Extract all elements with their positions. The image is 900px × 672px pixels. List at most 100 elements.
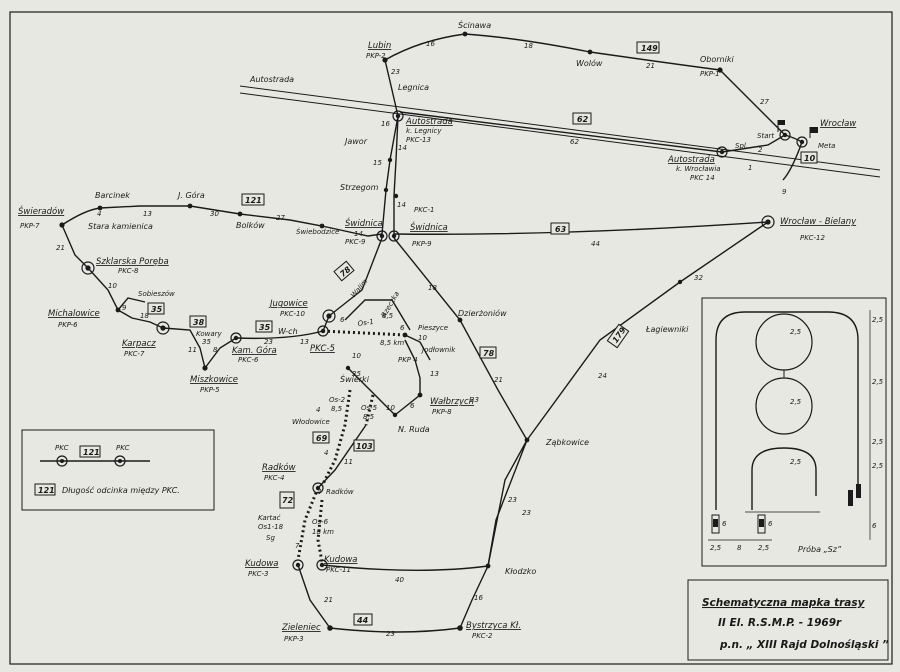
place-pkc1: PKC-1 — [414, 206, 435, 214]
place-miszkowice: Miszkowice — [190, 375, 238, 385]
place-kowary: Kowary — [196, 330, 223, 338]
test-b1: 2,5 — [710, 544, 722, 552]
test-r2: 2,5 — [790, 398, 802, 406]
place-radkow: Radków — [262, 462, 296, 473]
map-text: 16 — [426, 40, 435, 48]
stage-os2: Os-2 — [329, 396, 346, 404]
place-pkc9: PKC-9 — [345, 238, 366, 246]
map-text: 72 — [282, 496, 294, 505]
place-zieleniec: Zieleniec — [281, 623, 321, 633]
place-pkc3: PKC-3 — [248, 570, 269, 578]
stage-os1-km: 8,5 km — [380, 339, 404, 347]
map-text: 10 — [352, 352, 361, 360]
place-jgora: J. Góra — [176, 190, 205, 200]
stage-os5: Os-5 — [361, 404, 378, 412]
place-jodlownik: Jodłownik — [420, 346, 456, 354]
test-label: Próba „Sz” — [798, 544, 842, 554]
map-text: 2 — [758, 146, 763, 154]
map-text: 44 — [591, 240, 600, 248]
test-s3: 2,5 — [872, 438, 884, 446]
map-text: 10 — [418, 334, 427, 342]
place-pkp5: PKP-5 — [200, 386, 220, 394]
place-pkp4: PKP 4 — [398, 356, 418, 364]
place-legnica: Legnica — [398, 83, 429, 92]
map-text: 40 — [395, 576, 404, 584]
box-149: 149 — [636, 41, 660, 54]
map-text: 21 — [646, 62, 655, 70]
map-text: 78 — [483, 349, 495, 358]
test-s2: 2,5 — [872, 378, 884, 386]
place-michalowice: Michalowice — [48, 309, 100, 319]
test-w3: 6 — [872, 522, 877, 530]
route-lines — [61, 33, 803, 633]
map-text: 18 — [140, 312, 149, 320]
map-text: 4 — [317, 488, 321, 496]
map-text: 4 — [324, 449, 328, 457]
place-oborniki: Oborniki — [700, 55, 734, 64]
place-swidnica: Świdnica — [345, 217, 383, 229]
map-text: 23 — [470, 396, 479, 404]
place-dzierzoniow: Dzierżoniów — [458, 308, 507, 318]
map-text: 18 — [524, 42, 533, 50]
map-text: 4 — [316, 406, 320, 414]
place-radkow-2: Radków — [326, 488, 354, 496]
box-63: 63 — [550, 222, 570, 235]
map-text: 10 — [804, 154, 816, 163]
map-text: 149 — [641, 44, 658, 53]
place-pkc11: PKC-11 — [326, 566, 351, 574]
map-border — [9, 11, 893, 665]
place-autostrada-wroclaw: Autostrada — [667, 155, 715, 165]
map-text: 9 — [782, 188, 787, 196]
legend-pkc-b: PKC — [116, 444, 130, 452]
legend-note: Długość odcinka między PKC. — [62, 485, 180, 495]
map-text: 21 — [56, 244, 65, 252]
place-stara-kamienica: Stara kamienica — [88, 222, 153, 231]
box-78b: 78 — [479, 346, 497, 359]
map-text: 62 — [577, 115, 589, 124]
place-pkc13: PKC-13 — [406, 136, 431, 144]
place-swieradow: Świeradów — [18, 205, 64, 217]
map-text: 16 — [381, 120, 390, 128]
legend: PKC PKC 121 121 Długość odcinka między P… — [21, 429, 215, 511]
map-text: 35 — [259, 323, 271, 332]
place-barcinek: Barcinek — [95, 191, 130, 200]
title-line3: p.n. „ XIII Rajd Dolnośląski ” — [719, 639, 889, 651]
box-44: 44 — [353, 613, 373, 626]
map-text: 32 — [694, 274, 703, 282]
test-r3: 2,5 — [790, 458, 802, 466]
place-walbrzych: Wałbrzych — [430, 397, 474, 407]
stage-os18: Os1-18 — [258, 523, 284, 531]
place-kudowa-2: Kudowa — [324, 555, 358, 565]
place-swierki: Świerki — [340, 373, 370, 384]
map-text: 23 — [522, 509, 531, 517]
map-text: 10 — [386, 404, 395, 412]
map-text: 15 — [373, 159, 382, 167]
place-wlodowice: Włodowice — [292, 418, 330, 426]
title-block: Schematyczna mapka trasy II El. R.S.M.P.… — [687, 579, 889, 661]
map-text: 44 — [356, 616, 369, 625]
box-103: 103 — [353, 439, 375, 452]
box-62: 62 — [572, 112, 592, 125]
box-10: 10 — [800, 151, 818, 164]
map-text: 21 — [324, 596, 333, 604]
map-text: 103 — [356, 442, 373, 451]
test-w2: 6 — [768, 520, 773, 528]
place-jugowice: Jugowice — [268, 299, 308, 309]
title-line2: II El. R.S.M.P. - 1969r — [718, 617, 842, 629]
test-s4: 2,5 — [872, 462, 884, 470]
map-text: 23 — [386, 630, 395, 638]
place-klodzko: Kłodzko — [505, 567, 536, 576]
map-text: 6 — [400, 324, 405, 332]
checkpoint-marker — [81, 110, 808, 571]
place-lubin: Lubin — [368, 41, 391, 51]
map-text: 38 — [193, 318, 205, 327]
stage-os2-len: 8,5 — [331, 405, 343, 413]
place-meta: Meta — [818, 142, 835, 150]
motorway — [239, 85, 881, 178]
test-w1: 6 — [722, 520, 727, 528]
map-text: 7 — [295, 542, 300, 550]
place-pkc7: PKC-7 — [124, 350, 145, 358]
map-text: 35 — [151, 305, 163, 314]
special-stage-labels: Os-1 8,5 8,5 km Os-2 8,5 Os-5 8,5 Os-6 1… — [258, 312, 404, 542]
title-line1: Schematyczna mapka trasy — [702, 597, 866, 609]
